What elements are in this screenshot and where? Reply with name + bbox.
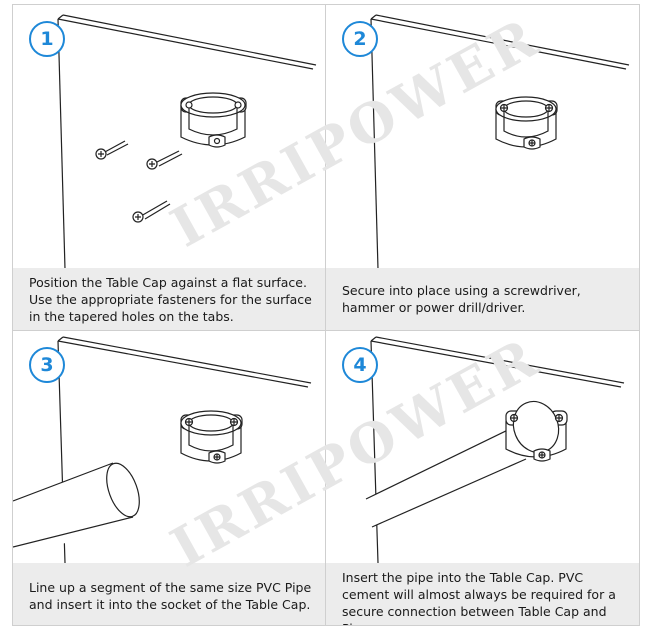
step-1-illustration bbox=[57, 14, 317, 269]
table-cap-icon bbox=[505, 400, 568, 462]
pvc-pipe-icon bbox=[365, 426, 527, 528]
step-2-panel: 2 Secure into place using a screwdriver,… bbox=[326, 5, 639, 331]
step-number-badge: 4 bbox=[342, 347, 378, 383]
step-number-badge: 1 bbox=[29, 21, 65, 57]
pvc-pipe-icon bbox=[13, 462, 140, 563]
step-4-panel: 4 Insert the pipe into the Table Cap. PV… bbox=[326, 331, 639, 625]
table-cap-icon bbox=[495, 96, 558, 150]
step-number-badge: 2 bbox=[342, 21, 378, 57]
screw-icon bbox=[95, 140, 183, 223]
step-number-badge: 3 bbox=[29, 347, 65, 383]
step-caption: Secure into place using a screwdriver, h… bbox=[326, 268, 639, 330]
step-caption: Position the Table Cap against a flat su… bbox=[13, 268, 325, 330]
step-3-illustration bbox=[13, 336, 312, 563]
step-1-panel: 1 Position the Table Cap against a flat … bbox=[13, 5, 326, 331]
step-3-panel: 3 Line up a segment of the same size PVC… bbox=[13, 331, 326, 625]
step-2-illustration bbox=[370, 14, 630, 269]
step-caption: Insert the pipe into the Table Cap. PVC … bbox=[326, 563, 639, 625]
step-4-illustration bbox=[365, 336, 625, 563]
instruction-grid: 1 Position the Table Cap against a flat … bbox=[12, 4, 640, 626]
table-cap-icon bbox=[180, 92, 247, 148]
table-cap-icon bbox=[180, 410, 243, 464]
step-caption: Line up a segment of the same size PVC P… bbox=[13, 563, 325, 625]
